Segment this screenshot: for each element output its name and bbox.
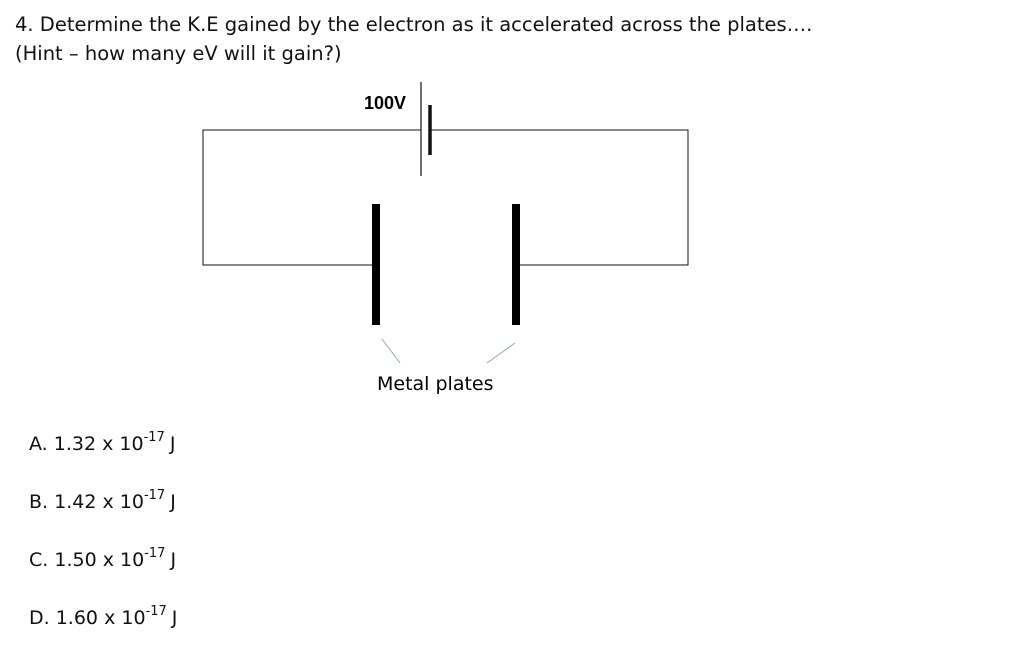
circuit-wire (202, 129, 689, 266)
battery-voltage-label: 100V (364, 93, 406, 113)
option-mantissa: 1.42 (54, 491, 97, 513)
option-letter: C. (29, 549, 49, 571)
option-exponent: -17 (144, 545, 166, 561)
pointer-line-left (381, 338, 401, 364)
question-hint: (Hint – how many eV will it gain?) (15, 42, 342, 65)
metal-plate-left (372, 204, 380, 325)
metal-plate-right (512, 204, 520, 325)
circuit-diagram: 100V Metal plates (202, 82, 689, 395)
option-times: x (102, 549, 114, 571)
option-times: x (102, 491, 114, 513)
option-letter: B. (29, 491, 49, 513)
wire-left (202, 129, 421, 266)
wire-right (430, 129, 689, 266)
option-base: 10 (119, 433, 144, 455)
option-times: x (102, 433, 114, 455)
option-times: x (104, 607, 116, 629)
option-unit: J (170, 549, 177, 571)
question-text: 4. Determine the K.E gained by the elect… (15, 10, 812, 68)
option-unit: J (170, 491, 176, 513)
option-unit: J (169, 433, 176, 455)
question-line-1: 4. Determine the K.E gained by the elect… (15, 13, 813, 36)
battery-symbol (420, 82, 432, 176)
option-letter: D. (29, 607, 50, 629)
option-base: 10 (121, 607, 146, 629)
option-exponent: -17 (143, 429, 165, 445)
option-exponent: -17 (145, 603, 167, 619)
option-base: 10 (119, 491, 144, 513)
option-mantissa: 1.32 (53, 433, 97, 455)
option-mantissa: 1.60 (55, 607, 99, 629)
option-letter: A. (29, 433, 48, 455)
option-unit: J (171, 607, 178, 629)
metal-plates-label: Metal plates (377, 373, 494, 395)
option-base: 10 (120, 549, 145, 571)
pointer-line-right (486, 342, 516, 364)
option-mantissa: 1.50 (54, 549, 97, 571)
option-exponent: -17 (143, 487, 166, 503)
